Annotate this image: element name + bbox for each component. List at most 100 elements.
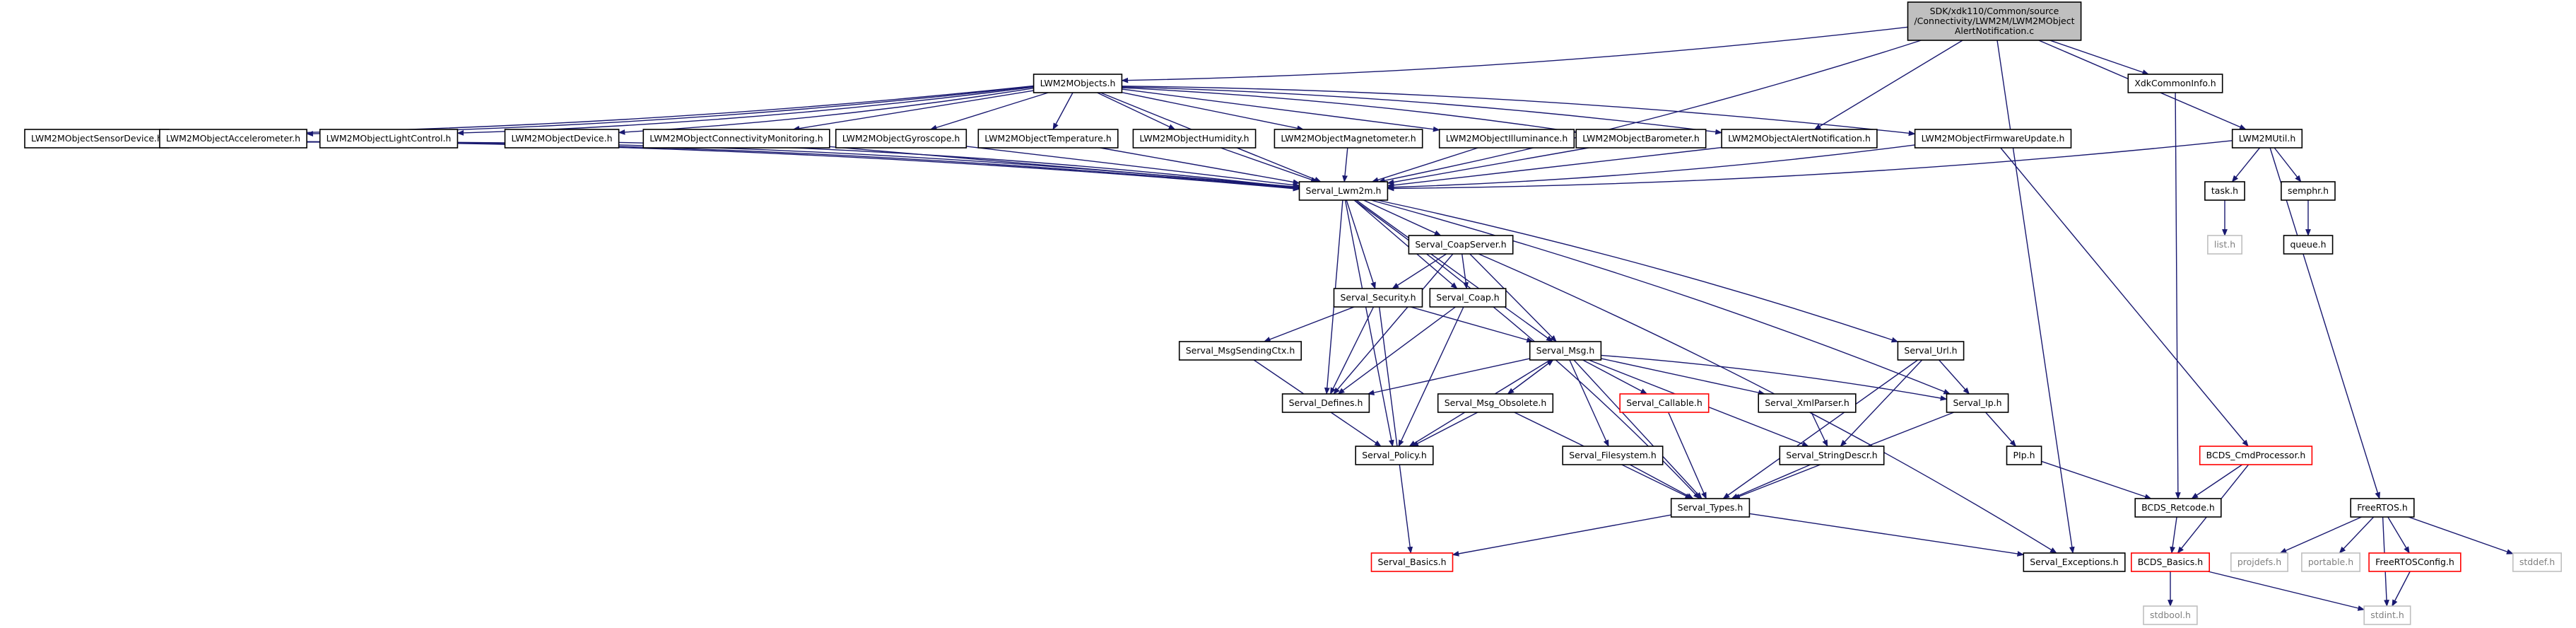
node-label: SDK/xdk110/Common/source — [1930, 6, 2059, 16]
node-stringdescr[interactable]: Serval_StringDescr.h — [1779, 446, 1885, 465]
edge-objects-to-gyro — [929, 92, 1049, 131]
node-security[interactable]: Serval_Security.h — [1333, 288, 1423, 308]
node-bcdsbasics[interactable]: BCDS_Basics.h — [2131, 552, 2211, 572]
edge-msg-to-types — [1573, 359, 1702, 499]
edge-lwm2m-to-ip — [1370, 199, 1951, 395]
node-sendingctx[interactable]: Serval_MsgSendingCtx.h — [1178, 341, 1302, 361]
node-coapserver[interactable]: Serval_CoapServer.h — [1408, 235, 1514, 255]
edge-layer — [168, 26, 2514, 611]
node-label: /Connectivity/LWM2M/LWM2MObject — [1914, 16, 2074, 26]
edge-humid-to-lwm2m — [1220, 147, 1318, 182]
node-box — [1429, 288, 1507, 308]
node-alert[interactable]: LWM2MObjectAlertNotification.h — [1721, 129, 1878, 149]
node-label: LWM2MObjectIlluminance.h — [1446, 133, 1568, 144]
node-objects[interactable]: LWM2MObjects.h — [1033, 74, 1123, 93]
node-box — [1438, 129, 1575, 149]
edge-coap-to-policy — [1398, 306, 1464, 447]
node-box — [1132, 129, 1257, 149]
node-baro[interactable]: LWM2MObjectBarometer.h — [1575, 129, 1707, 149]
edge-util-to-semphr — [2274, 147, 2302, 182]
node-exceptions[interactable]: Serval_Exceptions.h — [2023, 552, 2126, 572]
edge-callable-to-types — [1668, 412, 1707, 499]
edge-ip-to-pip — [1985, 412, 2017, 447]
node-label: stdbool.h — [2150, 610, 2191, 620]
node-illum[interactable]: LWM2MObjectIlluminance.h — [1438, 129, 1575, 149]
edge-conn-to-lwm2m — [829, 146, 1300, 190]
node-device[interactable]: LWM2MObjectDevice.h — [504, 129, 620, 149]
node-box — [2283, 235, 2334, 255]
node-label: Serval_Ip.h — [1953, 397, 2001, 408]
edge-util-to-task — [2231, 147, 2261, 182]
node-label: LWM2MObjectFirmwareUpdate.h — [1922, 133, 2065, 144]
node-root[interactable]: SDK/xdk110/Common/source/Connectivity/LW… — [1907, 1, 2082, 41]
node-xdkinfo[interactable]: XdkCommonInfo.h — [2127, 74, 2223, 93]
edge-objects-to-accel — [306, 86, 1034, 136]
node-list: list.h — [2207, 235, 2242, 255]
edge-msg-to-defines — [1367, 358, 1530, 395]
edge-xmlparser-to-stringdescr — [1811, 412, 1828, 447]
node-box — [2230, 552, 2289, 572]
edge-types-to-basics — [1452, 514, 1671, 557]
edge-alert-to-lwm2m — [1387, 146, 1722, 188]
node-sensordev[interactable]: LWM2MObjectSensorDevice.h — [24, 129, 170, 149]
node-util[interactable]: LWM2MUtil.h — [2231, 129, 2303, 149]
node-box — [159, 129, 307, 149]
node-box — [1370, 552, 1454, 572]
node-gyro[interactable]: LWM2MObjectGyroscope.h — [835, 129, 968, 149]
node-box — [2350, 498, 2415, 518]
node-humid[interactable]: LWM2MObjectHumidity.h — [1132, 129, 1257, 149]
node-types[interactable]: Serval_Types.h — [1670, 498, 1751, 518]
edge-pip-to-retcode — [2041, 460, 2152, 499]
node-fwupd[interactable]: LWM2MObjectFirmwareUpdate.h — [1914, 129, 2072, 149]
node-label: Serval_Url.h — [1904, 345, 1957, 356]
node-ip[interactable]: Serval_Ip.h — [1946, 393, 2009, 413]
node-task[interactable]: task.h — [2204, 181, 2245, 201]
node-label: LWM2MObjectGyroscope.h — [842, 133, 960, 144]
node-lwm2m[interactable]: Serval_Lwm2m.h — [1298, 181, 1389, 201]
node-box — [1033, 74, 1123, 93]
node-freertos[interactable]: FreeRTOS.h — [2350, 498, 2415, 518]
node-cmdproc[interactable]: BCDS_CmdProcessor.h — [2199, 446, 2313, 465]
node-light[interactable]: LWM2MObjectLightControl.h — [319, 129, 459, 149]
node-box — [2134, 498, 2222, 518]
node-defines[interactable]: Serval_Defines.h — [1281, 393, 1370, 413]
node-box — [1298, 181, 1389, 201]
node-temp[interactable]: LWM2MObjectTemperature.h — [977, 129, 1119, 149]
node-box — [1178, 341, 1302, 361]
edge-coapserver-to-msg — [1469, 253, 1557, 342]
node-xmlparser[interactable]: Serval_XmlParser.h — [1758, 393, 1857, 413]
node-conn[interactable]: LWM2MObjectConnectivityMonitoring.h — [642, 129, 830, 149]
node-box — [2207, 235, 2242, 255]
node-label: Serval_Msg.h — [1536, 345, 1595, 356]
node-label: queue.h — [2290, 239, 2326, 250]
node-pip[interactable]: PIp.h — [2006, 446, 2042, 465]
node-box — [1670, 498, 1751, 518]
node-callable[interactable]: Serval_Callable.h — [1619, 393, 1710, 413]
node-label: Serval_Security.h — [1341, 292, 1416, 303]
node-box — [835, 129, 968, 149]
node-box — [504, 129, 620, 149]
node-label: task.h — [2211, 185, 2238, 196]
edge-fwupd-to-lwm2m — [1387, 144, 1915, 190]
node-label: FreeRTOSConfig.h — [2375, 557, 2454, 567]
node-policy[interactable]: Serval_Policy.h — [1355, 446, 1434, 465]
node-retcode[interactable]: BCDS_Retcode.h — [2134, 498, 2222, 518]
node-coap[interactable]: Serval_Coap.h — [1429, 288, 1507, 308]
node-semphr[interactable]: semphr.h — [2281, 181, 2336, 201]
node-magn[interactable]: LWM2MObjectMagnetometer.h — [1274, 129, 1423, 149]
edge-objects-to-conn — [792, 90, 1034, 132]
node-box — [2301, 552, 2360, 572]
node-accel[interactable]: LWM2MObjectAccelerometer.h — [159, 129, 307, 149]
node-basics[interactable]: Serval_Basics.h — [1370, 552, 1454, 572]
edge-security-to-msg — [1410, 306, 1534, 343]
node-queue[interactable]: queue.h — [2283, 235, 2334, 255]
node-portable: portable.h — [2301, 552, 2360, 572]
edge-frconfig-to-stdint — [2392, 571, 2411, 607]
node-label: FreeRTOS.h — [2357, 502, 2408, 513]
node-obsolete[interactable]: Serval_Msg_Obsolete.h — [1437, 393, 1554, 413]
node-msg[interactable]: Serval_Msg.h — [1529, 341, 1602, 361]
node-frconfig[interactable]: FreeRTOSConfig.h — [2368, 552, 2462, 572]
node-url[interactable]: Serval_Url.h — [1897, 341, 1965, 361]
node-filesystem[interactable]: Serval_Filesystem.h — [1562, 446, 1664, 465]
